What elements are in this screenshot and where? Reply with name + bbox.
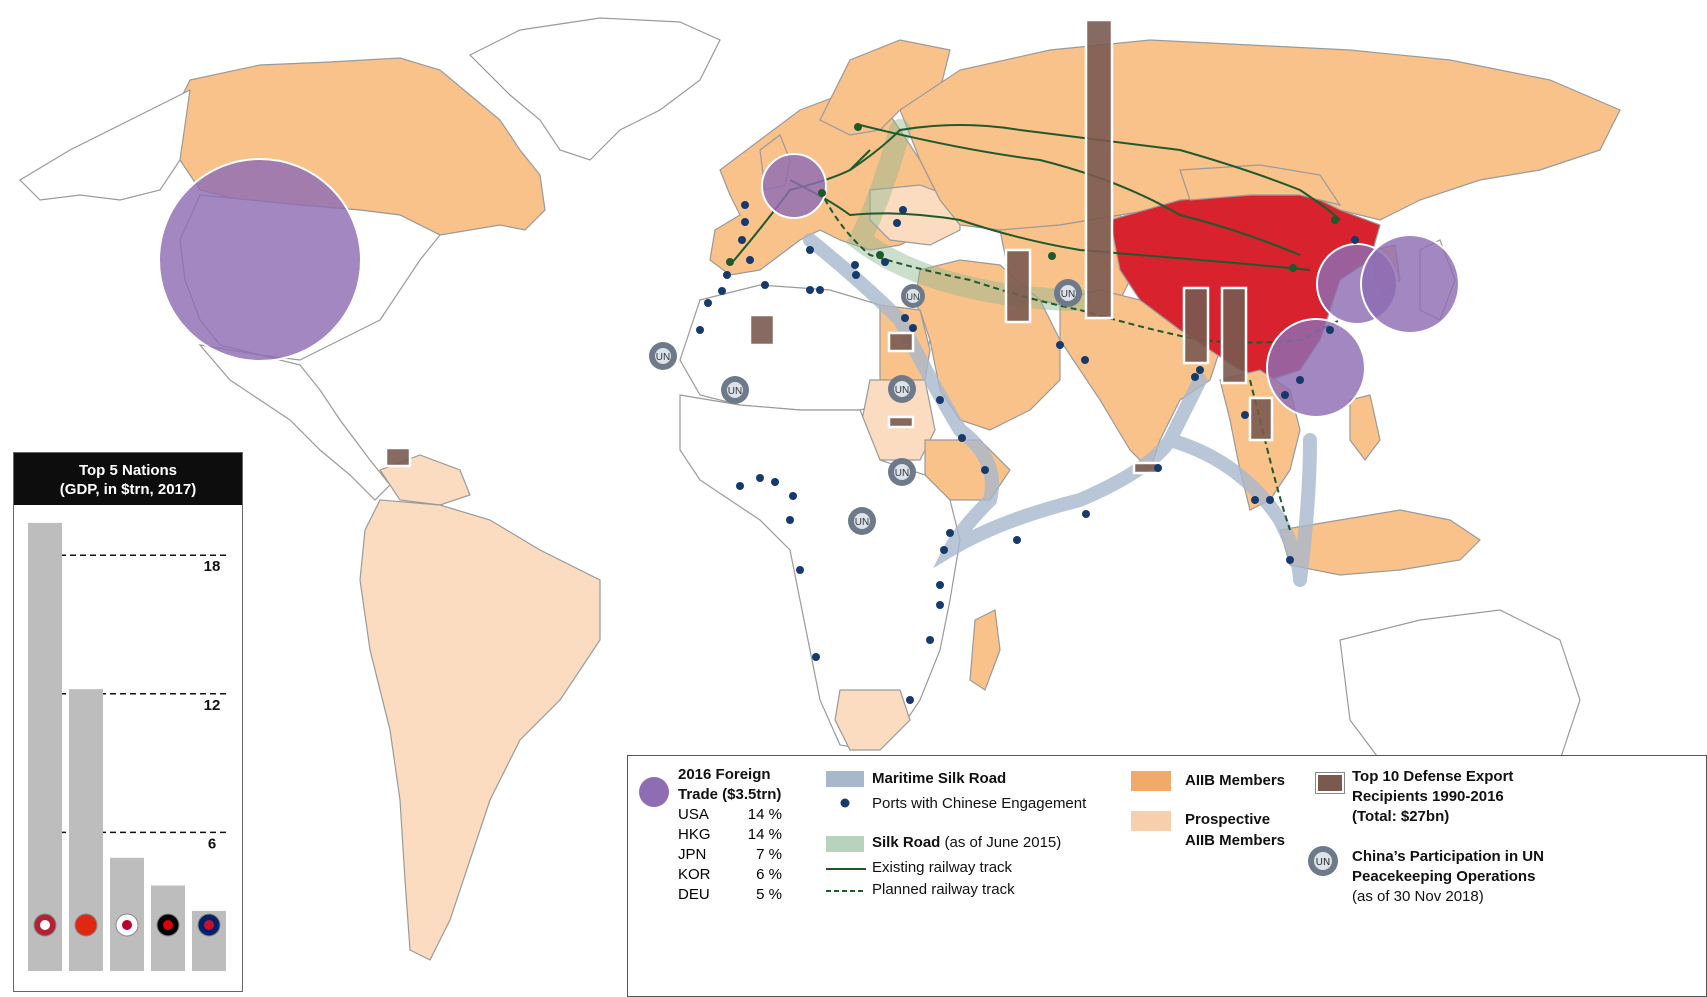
japan-flag-icon [115, 913, 139, 937]
trade-row-pct: 6 % [756, 866, 782, 883]
prospective-swatch [1131, 811, 1171, 831]
defense-line1: Top 10 Defense Export [1352, 768, 1514, 785]
planned-rail-label: Planned railway track [872, 881, 1015, 898]
railway-nodes [726, 123, 1339, 272]
gdp-panel-header: Top 5 Nations (GDP, in $trn, 2017) [14, 453, 242, 505]
trade-circle-deu [761, 153, 827, 219]
maritime-silk-road [803, 233, 1317, 587]
madagascar [969, 609, 1001, 691]
trade-row-code: JPN [678, 846, 707, 863]
china-flag-icon [74, 913, 98, 937]
trade-title-line2: Trade ($3.5trn) [678, 786, 782, 803]
mongolia [1179, 164, 1342, 206]
trade-circle-jpn [1360, 234, 1460, 334]
svg-text:UN: UN [895, 385, 909, 396]
us-flag-icon [33, 913, 57, 937]
svg-text:UN: UN [1061, 289, 1075, 300]
silk-road-swatch [826, 836, 864, 852]
trade-row-pct: 5 % [756, 886, 782, 903]
south-america [359, 499, 601, 961]
svg-text:UN: UN [728, 386, 742, 397]
trade-circles [158, 153, 1460, 418]
aiib-label: AIIB Members [1185, 772, 1286, 789]
maritime-swatch [826, 771, 864, 787]
silk-road-note: (as of June 2015) [944, 834, 1062, 851]
un-icon: UN [721, 376, 749, 404]
defense-line2: Recipients 1990-2016 [1352, 788, 1504, 805]
uk-flag-icon [197, 913, 221, 937]
un-peacekeeping-icons: UN UN UN UN UN UN UN [649, 279, 1082, 535]
ports-label: Ports with Chinese Engagement [872, 795, 1087, 812]
y-tick-label: 6 [208, 835, 216, 852]
un-icon: UN [1308, 846, 1338, 876]
un-icon: UN [649, 342, 677, 370]
un-icon: UN [888, 375, 916, 403]
gdp-title-line2: (GDP, in $trn, 2017) [59, 481, 197, 498]
svg-text:UN: UN [907, 292, 920, 302]
un-line1: China’s Participation in UN [1352, 848, 1544, 865]
mexico-central-america [198, 344, 391, 501]
trade-row-code: DEU [678, 886, 710, 903]
indonesia [1279, 509, 1481, 576]
un-icon: UN [888, 458, 916, 486]
un-line3: (as of 30 Nov 2018) [1352, 888, 1484, 905]
svg-text:UN: UN [656, 352, 670, 363]
trade-row-code: USA [678, 806, 709, 823]
trade-row-code: KOR [678, 866, 711, 883]
un-icon: UN [1054, 279, 1082, 307]
defense-swatch [1315, 772, 1345, 794]
trade-circle-hkg [1266, 318, 1366, 418]
silk-road-label: Silk Road (as of June 2015) [872, 834, 1061, 851]
silk-road-bold: Silk Road [872, 834, 941, 851]
defense-bars [384, 18, 1274, 475]
gdp-bar-chart: 6 12 18 [28, 522, 228, 971]
y-tick-label: 12 [204, 697, 221, 714]
gdp-title-line1: Top 5 Nations [78, 462, 178, 479]
trade-row-pct: 7 % [756, 846, 782, 863]
philippines [1349, 394, 1381, 461]
venezuela [379, 454, 471, 506]
germany-flag-icon [156, 913, 180, 937]
trade-circle-swatch [639, 777, 669, 807]
prospective-line2: AIIB Members [1185, 832, 1286, 849]
greenland [468, 17, 721, 161]
defense-line3: (Total: $27bn) [1352, 808, 1450, 825]
y-tick-label: 18 [204, 558, 221, 575]
aiib-swatch [1131, 771, 1171, 791]
un-icon: UN [848, 507, 876, 535]
prospective-line1: Prospective [1185, 811, 1271, 828]
existing-rail-label: Existing railway track [872, 859, 1013, 876]
trade-row-pct: 14 % [747, 826, 782, 843]
svg-text:UN: UN [895, 468, 909, 479]
un-line2: Peacekeeping Operations [1352, 868, 1536, 885]
un-icon: UN [901, 284, 925, 308]
south-africa [834, 689, 911, 751]
existing-rail-swatch [826, 868, 866, 870]
trade-row-code: HKG [678, 826, 711, 843]
alaska [19, 88, 191, 201]
trade-title-line1: 2016 Foreign [678, 766, 771, 783]
gdp-bar-usa [28, 522, 62, 971]
gdp-panel: Top 5 Nations (GDP, in $trn, 2017) 6 12 18 [13, 452, 243, 992]
trade-row-pct: 14 % [747, 806, 782, 823]
svg-text:UN: UN [855, 517, 869, 528]
maritime-label: Maritime Silk Road [872, 770, 1007, 787]
planned-rail-swatch [826, 890, 866, 892]
svg-text:UN: UN [1316, 857, 1331, 868]
port-swatch [840, 798, 850, 808]
ports [696, 201, 1359, 704]
trade-circle-usa [158, 158, 362, 362]
map-legend: 2016 Foreign Trade ($3.5trn) USA 14 % HKG 1… [627, 755, 1707, 997]
